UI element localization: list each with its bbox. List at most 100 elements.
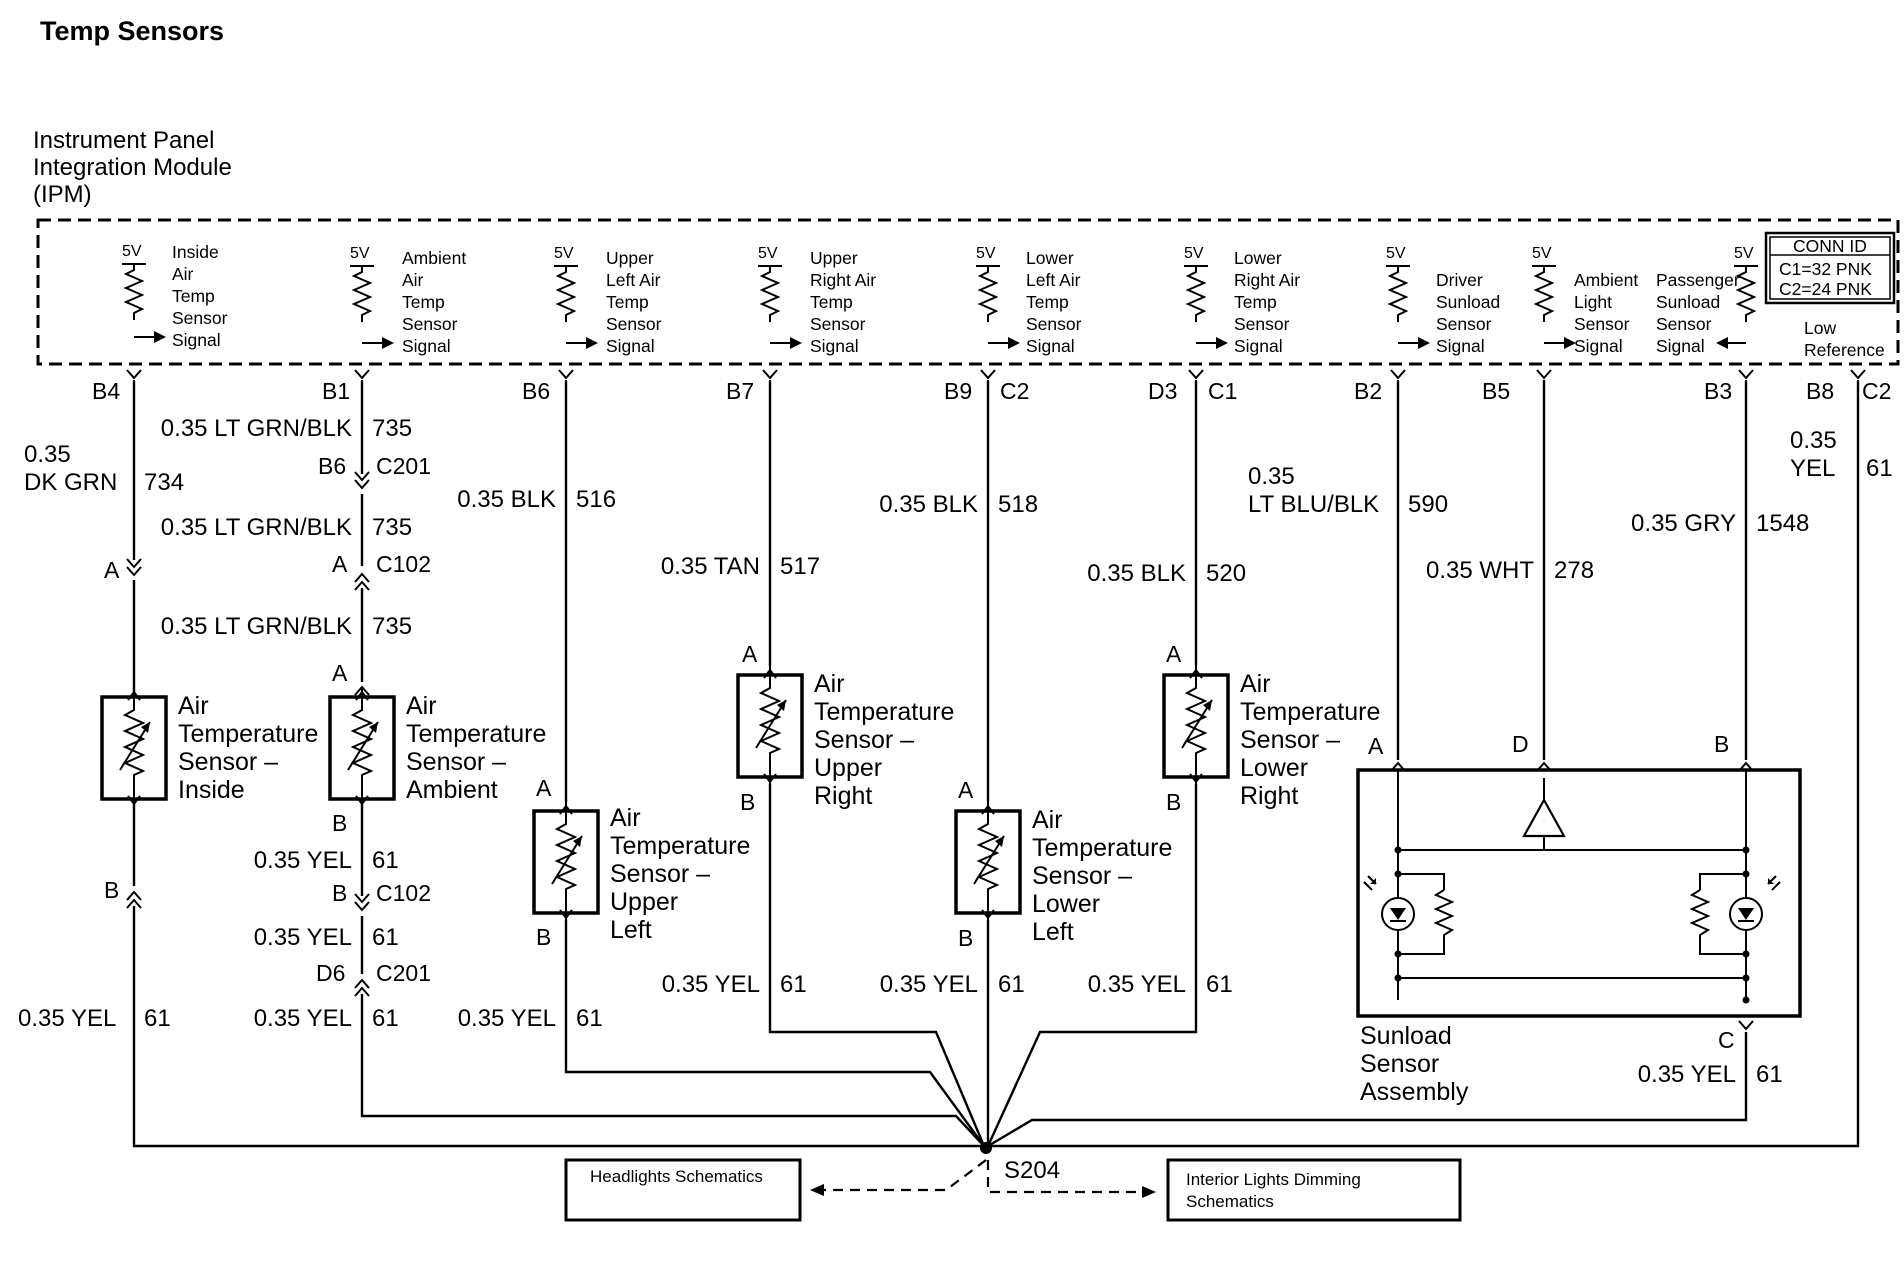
svg-text:YEL: YEL [1790, 455, 1835, 482]
svg-text:Upper: Upper [810, 248, 858, 268]
svg-text:518: 518 [998, 491, 1038, 518]
svg-text:Sensor –: Sensor – [1032, 862, 1132, 890]
svg-text:735: 735 [372, 613, 412, 640]
svg-text:Sensor –: Sensor – [814, 726, 914, 754]
svg-text:Assembly: Assembly [1360, 1078, 1469, 1106]
wire-lower-right [986, 380, 1204, 1147]
pin-label: C2 [1000, 378, 1029, 404]
sensor-lower-left [954, 801, 1022, 923]
svg-text:Inside: Inside [178, 776, 245, 804]
svg-text:Lower: Lower [1234, 248, 1282, 268]
svg-text:Signal: Signal [606, 336, 655, 356]
svg-text:Sensor –: Sensor – [1240, 726, 1340, 754]
svg-text:Air: Air [1240, 670, 1271, 698]
svg-text:Temperature: Temperature [610, 832, 750, 860]
svg-text:Air: Air [610, 804, 641, 832]
svg-text:Signal: Signal [1436, 336, 1485, 356]
svg-text:Lower: Lower [1026, 248, 1074, 268]
svg-text:B: B [740, 789, 755, 815]
wire-sunload-ground [987, 380, 1860, 1148]
conn-id-line: C1=32 PNK [1779, 259, 1872, 279]
connector-labels: B6 C201 A C102 A A B B B C102 D6 C201 A … [104, 453, 1735, 1053]
svg-text:0.35 LT GRN/BLK: 0.35 LT GRN/BLK [161, 415, 352, 442]
svg-text:Right: Right [814, 782, 872, 810]
module-line: Integration Module [33, 154, 232, 181]
svg-text:B: B [958, 925, 973, 951]
svg-text:Driver: Driver [1436, 270, 1483, 290]
svg-text:D6: D6 [316, 960, 345, 986]
svg-text:Left Air: Left Air [1026, 270, 1081, 290]
svg-text:Left: Left [610, 916, 652, 944]
svg-text:735: 735 [372, 415, 412, 442]
svg-text:Sensor: Sensor [1360, 1050, 1439, 1078]
supply-driver-sunload: 5V [1386, 245, 1430, 349]
svg-text:Temp: Temp [172, 286, 215, 306]
svg-text:61: 61 [1206, 971, 1233, 998]
module-line: Instrument Panel [33, 127, 214, 154]
supply-inside: 5V [122, 243, 166, 343]
svg-text:61: 61 [1756, 1061, 1783, 1088]
svg-text:61: 61 [372, 924, 399, 951]
svg-text:Air: Air [172, 264, 194, 284]
svg-text:Temp: Temp [402, 292, 445, 312]
svg-text:Sunload: Sunload [1436, 292, 1500, 312]
diagram-title: Temp Sensors [40, 16, 224, 46]
wire-lower-left [980, 380, 996, 1146]
svg-text:5V: 5V [1184, 245, 1204, 262]
sunload-sensor-assembly [1356, 768, 1802, 1018]
svg-text:B: B [104, 877, 119, 903]
svg-text:Sensor: Sensor [606, 314, 662, 334]
svg-text:0.35 YEL: 0.35 YEL [1638, 1061, 1736, 1088]
svg-text:DK GRN: DK GRN [24, 469, 117, 496]
headlights-schematics-link[interactable]: Headlights Schematics [564, 1158, 987, 1222]
supply-passenger-sunload: 5V [1716, 245, 1758, 349]
svg-text:0.35 YEL: 0.35 YEL [18, 1005, 116, 1032]
svg-text:Temperature: Temperature [406, 720, 546, 748]
supply-ambient-light: 5V [1532, 245, 1576, 349]
interior-lights-dimming-link[interactable]: Interior Lights Dimming Schematics [986, 1158, 1462, 1222]
svg-text:Temp: Temp [1234, 292, 1277, 312]
svg-text:Sensor: Sensor [810, 314, 866, 334]
svg-text:A: A [536, 775, 552, 801]
svg-text:Temp: Temp [606, 292, 649, 312]
supply-upper-right: 5V [758, 245, 802, 349]
svg-text:735: 735 [372, 514, 412, 541]
svg-text:61: 61 [372, 847, 399, 874]
signal-label-low-reference: Low Reference [1804, 318, 1885, 360]
svg-text:0.35 YEL: 0.35 YEL [662, 971, 760, 998]
pin-label: B5 [1482, 378, 1510, 404]
pin-label: B6 [522, 378, 550, 404]
svg-text:Air: Air [402, 270, 424, 290]
svg-text:0.35 BLK: 0.35 BLK [1087, 560, 1186, 587]
svg-text:A: A [332, 551, 348, 577]
svg-text:61: 61 [372, 1005, 399, 1032]
sensor-upper-left [532, 801, 600, 923]
conn-id-header: CONN ID [1793, 236, 1867, 256]
svg-text:5V: 5V [1734, 245, 1754, 262]
svg-text:61: 61 [780, 971, 807, 998]
svg-text:B: B [536, 924, 551, 950]
svg-text:Signal: Signal [1234, 336, 1283, 356]
splice-s204 [980, 1142, 992, 1154]
sensor-lower-right [1162, 665, 1230, 787]
svg-text:Upper: Upper [606, 248, 654, 268]
svg-text:278: 278 [1554, 557, 1594, 584]
svg-text:0.35 YEL: 0.35 YEL [1088, 971, 1186, 998]
svg-text:B6: B6 [318, 453, 346, 479]
svg-text:Ambient: Ambient [1574, 270, 1638, 290]
svg-text:Sensor: Sensor [402, 314, 458, 334]
signal-label-upper-right: Upper Right Air Temp Sensor Signal [810, 248, 876, 356]
svg-text:Upper: Upper [814, 754, 882, 782]
svg-text:C102: C102 [376, 880, 431, 906]
module-label: Instrument Panel Integration Module (IPM… [33, 127, 232, 208]
svg-text:Temp: Temp [810, 292, 853, 312]
svg-text:Sensor: Sensor [172, 308, 228, 328]
svg-text:0.35 BLK: 0.35 BLK [879, 491, 978, 518]
pin-label: B7 [726, 378, 754, 404]
module-pin-chevrons [126, 369, 1866, 379]
supply-lower-left: 5V [976, 245, 1020, 349]
signal-label-ambient-light: Ambient Light Sensor Signal [1574, 270, 1638, 356]
headlights-schematics-label: Headlights Schematics [590, 1167, 763, 1186]
svg-text:590: 590 [1408, 491, 1448, 518]
splice-label: S204 [1004, 1157, 1060, 1184]
